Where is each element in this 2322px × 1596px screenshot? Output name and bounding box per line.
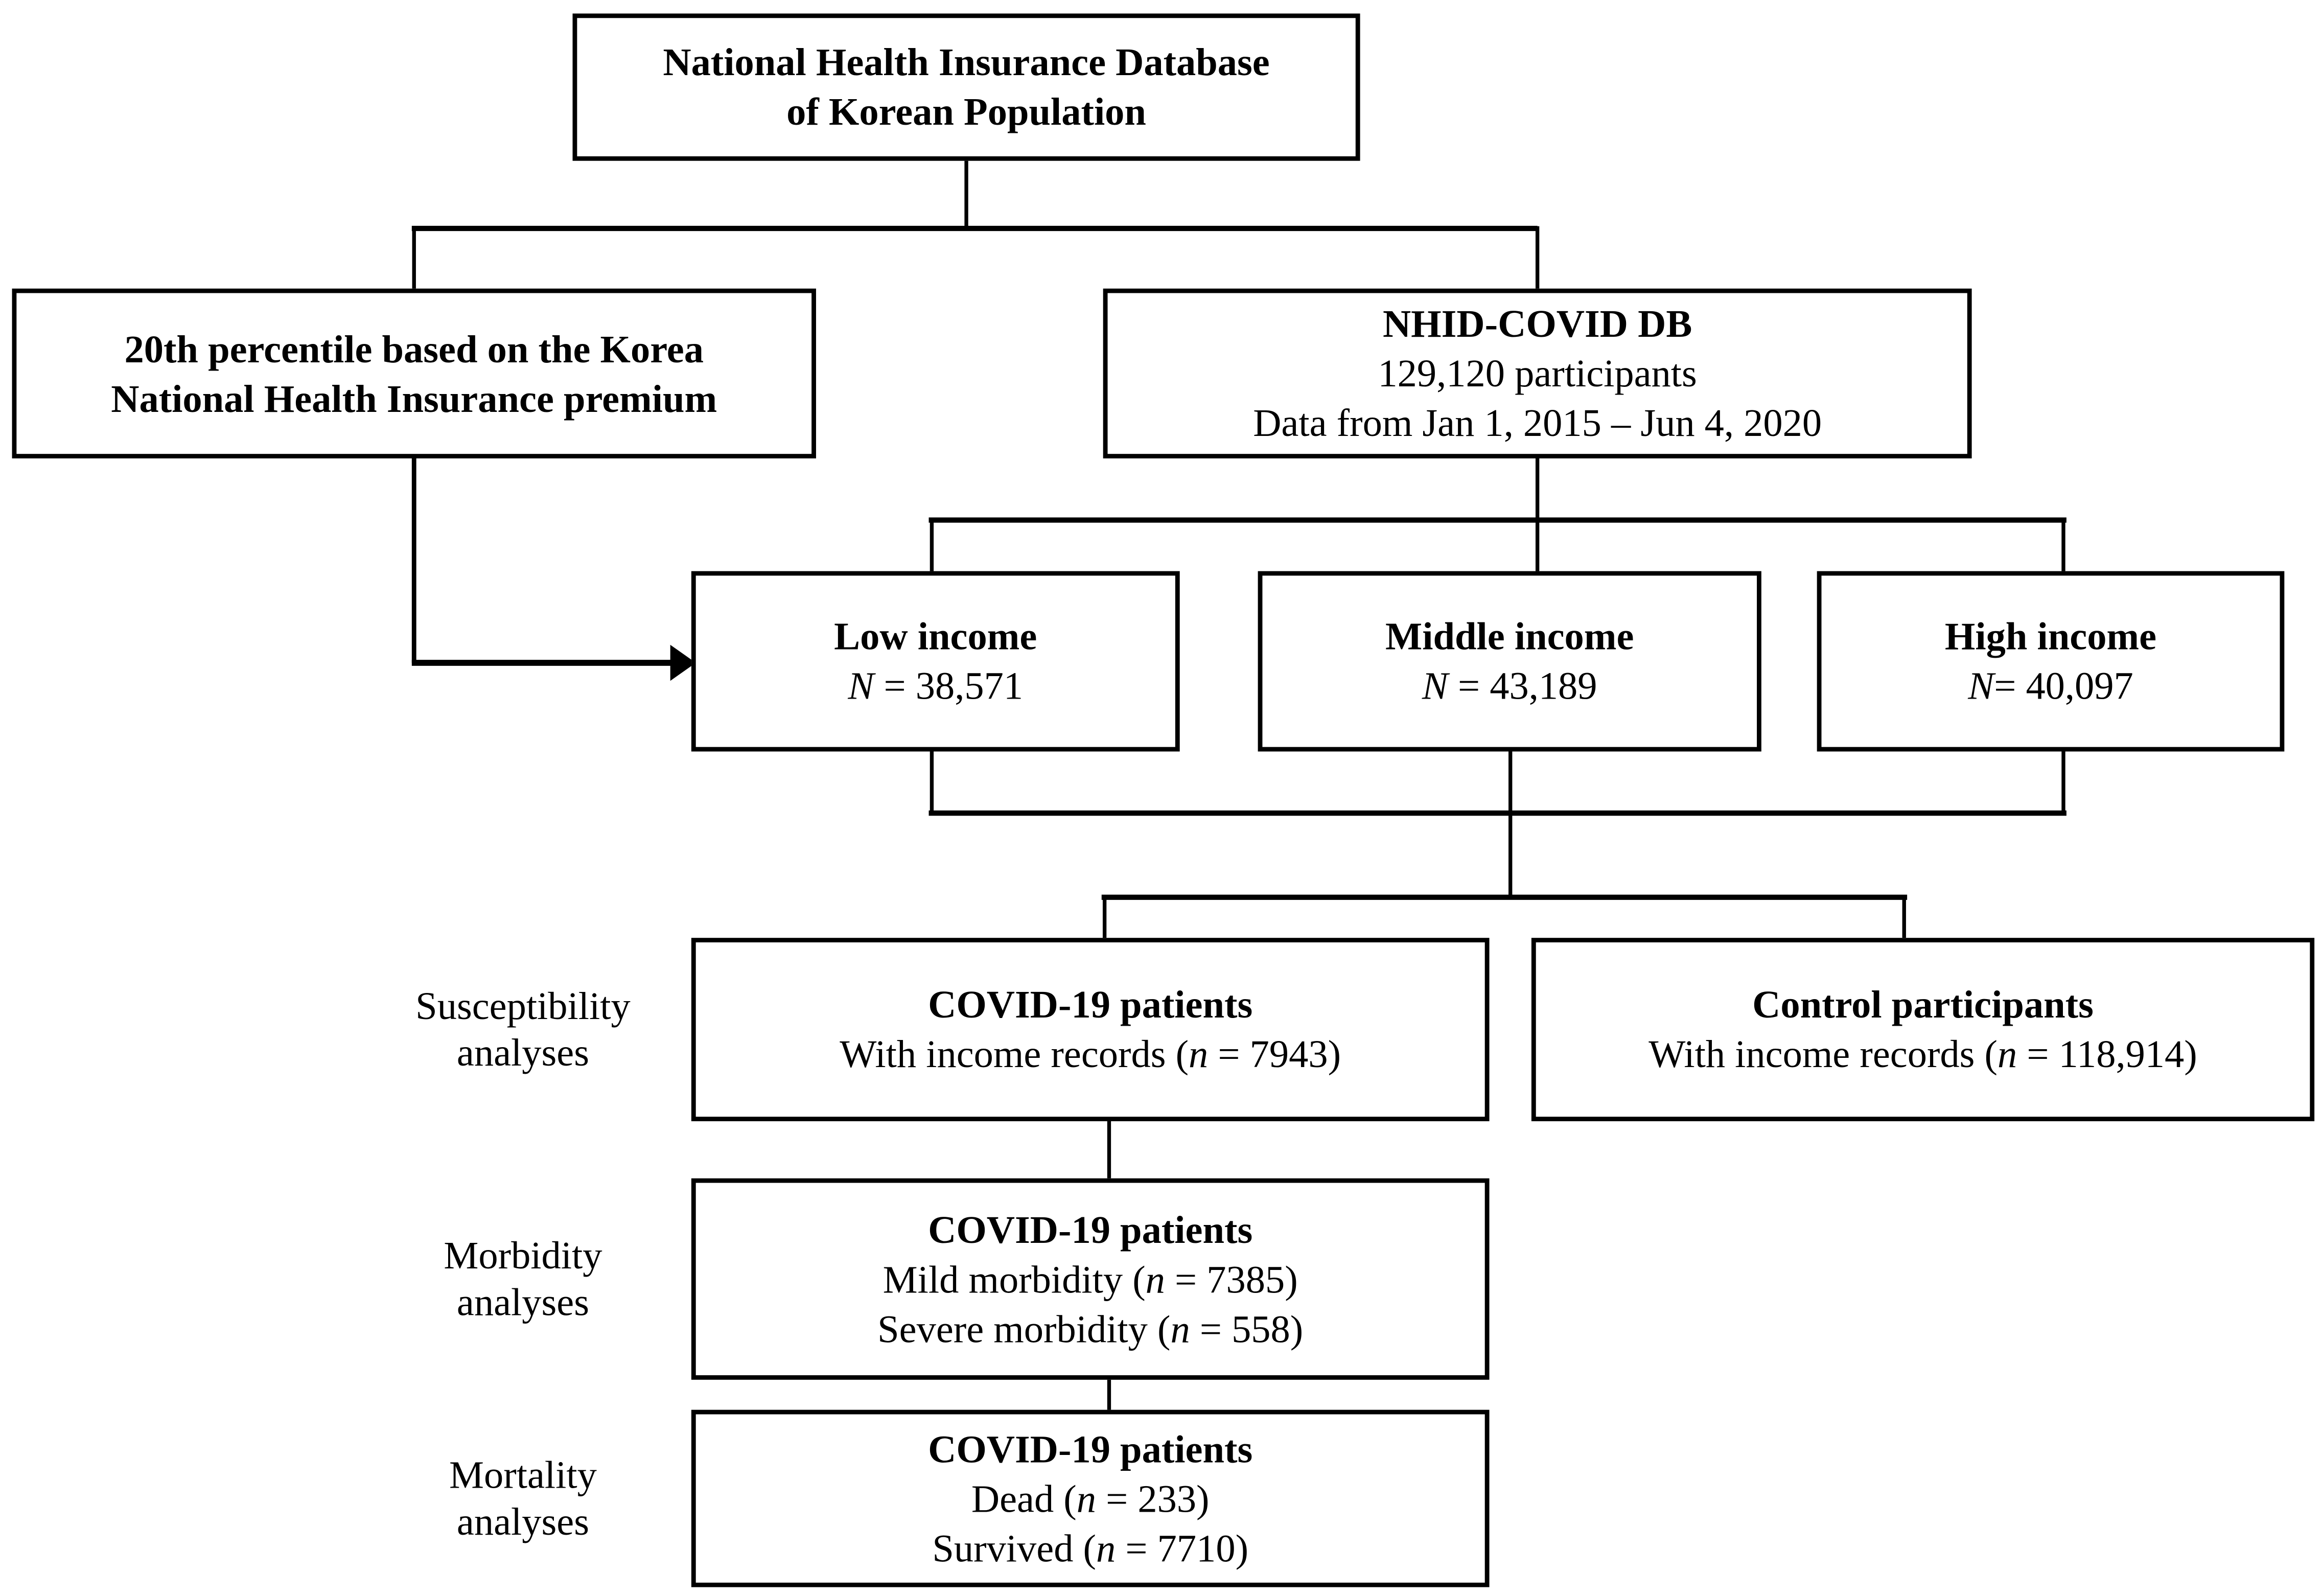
box-national-health-insurance-database: National Health Insurance Database of Ko… (572, 13, 1360, 161)
date-range: Data from Jan 1, 2015 – Jun 4, 2020 (1253, 401, 1822, 445)
text-segment: = 118,914) (2017, 1032, 2197, 1076)
sample-size: N = 43,189 (1422, 661, 1597, 711)
box-title-line: National Health Insurance premium (111, 376, 717, 421)
label-morbidity-analyses: Morbidity analyses (389, 1233, 657, 1326)
box-title: COVID-19 patients (928, 983, 1253, 1027)
box-title: High income (1944, 614, 2157, 659)
n-symbol: n (1998, 1032, 2017, 1076)
label-line: analyses (456, 1280, 590, 1325)
box-title: Control participants (1752, 983, 2094, 1027)
text-segment: Severe morbidity ( (877, 1307, 1171, 1351)
n-symbol: n (1145, 1257, 1165, 1301)
label-line: analyses (456, 1031, 590, 1075)
label-line: Susceptibility (415, 984, 631, 1028)
box-title: Low income (834, 614, 1037, 659)
text-segment: With income records ( (1648, 1032, 1998, 1076)
n-count: = 38,571 (874, 664, 1024, 708)
box-covid19-patients-mortality: COVID-19 patients Dead (n = 233) Survive… (691, 1409, 1490, 1587)
text-segment: Survived ( (932, 1526, 1097, 1570)
text-segment: = 558) (1190, 1307, 1304, 1351)
box-covid19-patients-morbidity: COVID-19 patients Mild morbidity (n = 73… (691, 1178, 1490, 1380)
text-segment: Dead ( (971, 1476, 1077, 1520)
n-count: = 40,097 (1994, 664, 2133, 708)
sample-size: N = 38,571 (848, 661, 1023, 711)
text-segment: Mild morbidity ( (883, 1257, 1146, 1301)
text-segment: = 233) (1096, 1476, 1210, 1520)
box-title: Middle income (1385, 614, 1634, 659)
text-segment: = 7710) (1116, 1526, 1249, 1570)
n-symbol: n (1170, 1307, 1190, 1351)
participants-count: 129,120 participants (1378, 352, 1697, 396)
survived-count: Survived (n = 7710) (932, 1523, 1248, 1573)
text-segment: = 7943) (1208, 1032, 1341, 1076)
box-title: COVID-19 patients (928, 1427, 1253, 1471)
income-records: With income records (n = 118,914) (1648, 1030, 2197, 1079)
n-symbol: N (1422, 664, 1448, 708)
n-symbol: n (1096, 1526, 1116, 1570)
arrow-head-icon (670, 644, 696, 681)
box-title: NHID-COVID DB (1382, 302, 1692, 346)
box-middle-income: Middle income N = 43,189 (1258, 571, 1761, 752)
n-symbol: N (848, 664, 874, 708)
n-symbol: n (1076, 1476, 1096, 1520)
n-symbol: N (1968, 664, 1994, 708)
income-records: With income records (n = 7943) (840, 1030, 1341, 1079)
label-mortality-analyses: Mortality analyses (389, 1452, 657, 1545)
label-line: Mortality (449, 1453, 597, 1497)
text-segment: = 7385) (1165, 1257, 1298, 1301)
box-title-line: 20th percentile based on the Korea (124, 327, 704, 371)
box-nhid-covid-db: NHID-COVID DB 129,120 participants Data … (1103, 288, 1972, 459)
box-high-income: High income N= 40,097 (1817, 571, 2285, 752)
box-title: COVID-19 patients (928, 1208, 1253, 1252)
label-line: Morbidity (444, 1234, 602, 1278)
n-count: = 43,189 (1448, 664, 1597, 708)
text-segment: With income records ( (840, 1032, 1189, 1076)
box-title-line: of Korean Population (786, 90, 1146, 134)
n-symbol: n (1189, 1032, 1209, 1076)
severe-morbidity: Severe morbidity (n = 558) (877, 1304, 1303, 1353)
label-susceptibility-analyses: Susceptibility analyses (389, 983, 657, 1076)
mild-morbidity: Mild morbidity (n = 7385) (883, 1254, 1298, 1304)
box-low-income: Low income N = 38,571 (691, 571, 1180, 752)
box-covid19-patients-susceptibility: COVID-19 patients With income records (n… (691, 938, 1490, 1121)
box-20th-percentile: 20th percentile based on the Korea Natio… (12, 288, 816, 459)
box-title-line: National Health Insurance Database (663, 40, 1270, 84)
dead-count: Dead (n = 233) (971, 1474, 1210, 1523)
connector-segments (411, 160, 2066, 1410)
sample-size: N= 40,097 (1968, 661, 2133, 711)
label-line: analyses (456, 1500, 590, 1544)
box-control-participants: Control participants With income records… (1531, 938, 2315, 1121)
